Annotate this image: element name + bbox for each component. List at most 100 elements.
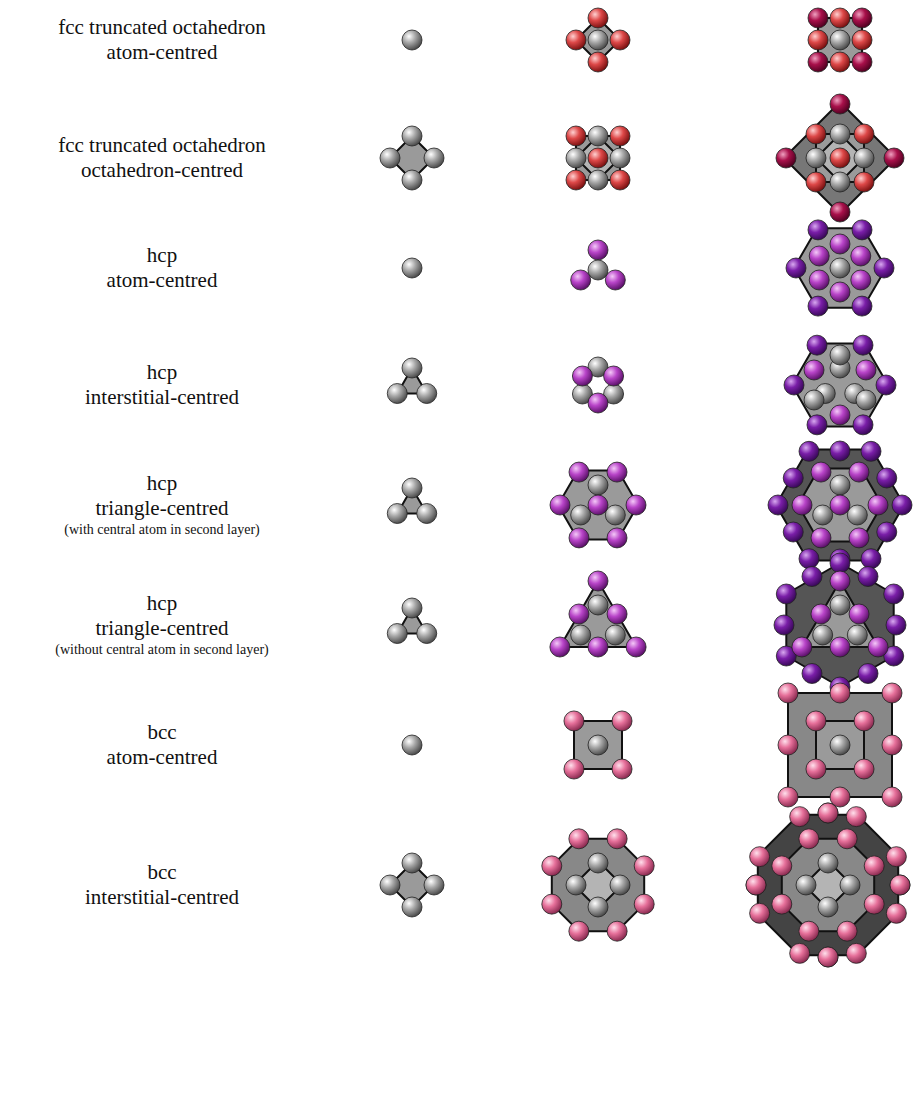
atom <box>424 148 444 168</box>
atom <box>808 296 828 316</box>
atom <box>402 126 422 146</box>
atom <box>864 894 884 914</box>
atom <box>566 126 586 146</box>
atom <box>830 735 850 755</box>
atom <box>882 683 902 703</box>
atom <box>849 528 869 548</box>
atom <box>858 663 878 683</box>
atom <box>588 126 608 146</box>
atom <box>837 921 857 941</box>
atom <box>387 384 407 404</box>
atom <box>542 856 562 876</box>
row-label: fcc truncated octahedronatom-centred <box>2 15 322 65</box>
atom <box>886 903 906 923</box>
atom <box>852 30 872 50</box>
atom <box>886 847 906 867</box>
row-title: atom-centred <box>2 40 322 65</box>
row-label: hcptriangle-centred(with central atom in… <box>2 471 322 539</box>
atom <box>837 829 857 849</box>
atom <box>607 528 627 548</box>
atom <box>380 875 400 895</box>
cluster-facet <box>786 563 893 687</box>
atom <box>818 947 838 967</box>
atom <box>417 384 437 404</box>
atom <box>588 735 608 755</box>
atom <box>830 405 850 425</box>
atom <box>610 875 630 895</box>
atom <box>542 894 562 914</box>
row-label: bccatom-centred <box>2 720 322 770</box>
row-title: atom-centred <box>2 268 322 293</box>
atom <box>808 30 828 50</box>
atom <box>784 375 804 395</box>
atom <box>588 170 608 190</box>
atom <box>830 553 850 573</box>
atom <box>799 921 819 941</box>
atom <box>830 595 850 615</box>
atom <box>809 270 829 290</box>
atom <box>387 504 407 524</box>
atom <box>776 148 796 168</box>
atom <box>564 711 584 731</box>
row-title: bcc <box>2 860 322 885</box>
atom <box>807 335 827 355</box>
row-title: hcp <box>2 243 322 268</box>
atom <box>830 683 850 703</box>
row-title: atom-centred <box>2 745 322 770</box>
atom <box>802 663 822 683</box>
atom <box>792 637 812 657</box>
atom <box>806 711 826 731</box>
atom <box>417 504 437 524</box>
atom <box>846 943 866 963</box>
atom <box>874 258 894 278</box>
atom <box>804 390 824 410</box>
atom <box>851 246 871 266</box>
atom <box>806 148 826 168</box>
atom <box>634 894 654 914</box>
cluster-facet <box>782 839 874 931</box>
atom <box>634 856 654 876</box>
atom <box>566 170 586 190</box>
atom <box>808 8 828 28</box>
atom <box>566 148 586 168</box>
row-title: triangle-centred <box>2 496 322 521</box>
atom <box>852 52 872 72</box>
atom <box>802 567 822 587</box>
row-title: hcp <box>2 591 322 616</box>
atom <box>605 625 625 645</box>
atom <box>890 875 910 895</box>
atom <box>854 711 874 731</box>
atom <box>854 759 874 779</box>
cluster-facet <box>784 102 896 214</box>
atom <box>890 875 910 895</box>
atom <box>864 856 884 876</box>
atom <box>811 604 831 624</box>
atom <box>588 52 608 72</box>
atom <box>750 903 770 923</box>
atom <box>387 624 407 644</box>
atom <box>846 807 866 827</box>
atom <box>626 495 646 515</box>
atom <box>588 495 608 515</box>
atom <box>882 787 902 807</box>
atom <box>818 947 838 967</box>
atom <box>588 853 608 873</box>
atom <box>588 260 608 280</box>
row-label: hcpinterstitial-centred <box>2 360 322 410</box>
atom <box>746 875 766 895</box>
atom <box>588 240 608 260</box>
atom <box>861 441 881 461</box>
atom <box>566 875 586 895</box>
atom <box>868 495 888 515</box>
atom <box>818 897 838 917</box>
atom <box>830 345 850 365</box>
atom <box>792 495 812 515</box>
atom <box>612 759 632 779</box>
atom <box>830 202 850 222</box>
atom <box>380 148 400 168</box>
atom <box>796 875 816 895</box>
atom <box>830 148 850 168</box>
atom <box>402 30 422 50</box>
atom <box>588 637 608 657</box>
atom <box>806 759 826 779</box>
